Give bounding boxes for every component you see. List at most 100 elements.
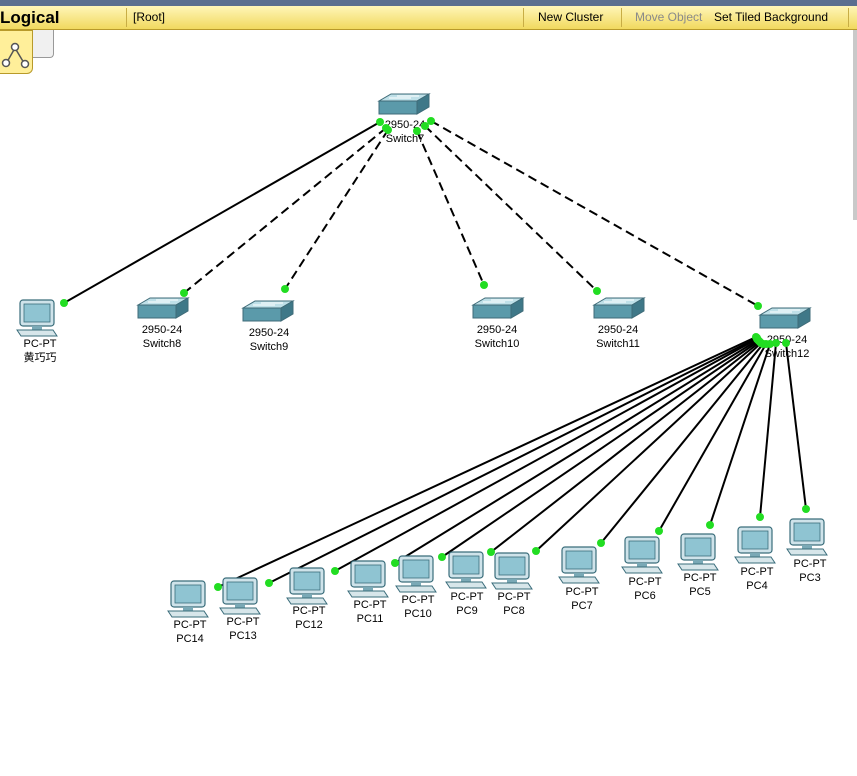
link-switch12-pc5[interactable] (709, 343, 771, 526)
switch-arrows-icon (148, 299, 178, 303)
link-light-17-a (782, 339, 790, 347)
link-switch7-switch8[interactable] (183, 127, 387, 294)
switch-icon-side (280, 300, 294, 322)
monitor-stand (461, 578, 471, 582)
link-lights-layer (60, 117, 810, 591)
device-name-label: PC3 (799, 572, 820, 584)
device-name-label: PC8 (503, 605, 524, 617)
toolbar-separator (621, 8, 622, 27)
device-model-label: PC-PT (566, 586, 599, 598)
link-light-4-b (593, 287, 601, 295)
link-switch7-switch10[interactable] (416, 130, 485, 286)
link-switch12-pc10[interactable] (441, 340, 760, 558)
set-tiled-background-button[interactable]: Set Tiled Background (714, 10, 829, 24)
device-switch12[interactable]: 2950-24Switch12 (758, 307, 812, 360)
link-light-12-b (532, 547, 540, 555)
vertical-scrollbar[interactable] (853, 30, 857, 220)
device-name-label: Switch10 (475, 338, 520, 350)
device-name-label: PC9 (456, 605, 477, 617)
toolbar-separator (523, 8, 524, 27)
link-switch7-pc-huang[interactable] (63, 121, 381, 304)
link-light-0-a (376, 118, 384, 126)
switch-icon (592, 297, 646, 319)
link-switch7-switch11[interactable] (424, 125, 598, 292)
switch-icon-side (416, 93, 430, 115)
link-switch12-pc6[interactable] (658, 343, 767, 532)
device-model-label: 2950-24 (249, 327, 289, 339)
pc-icon (347, 560, 389, 598)
monitor-screen (354, 564, 382, 584)
device-model-label: 2950-24 (598, 324, 638, 336)
toolbar-separator (848, 8, 849, 27)
monitor-stand (637, 563, 647, 567)
link-light-2-b (281, 285, 289, 293)
link-light-15-b (706, 521, 714, 529)
link-light-3-a (413, 127, 421, 135)
monitor-stand (693, 560, 703, 564)
switch-icon (136, 297, 190, 319)
device-model-label: PC-PT (174, 619, 207, 631)
device-name-label: PC7 (571, 600, 592, 612)
link-switch7-switch9[interactable] (284, 129, 389, 290)
link-switch12-pc13[interactable] (268, 337, 758, 584)
keyboard (347, 590, 389, 598)
device-pc13[interactable]: PC-PT PC13 (219, 577, 261, 642)
switch-icon-side (797, 307, 811, 329)
switch-icon (377, 93, 431, 115)
link-switch7-switch12[interactable] (430, 120, 759, 307)
device-name-label: Switch11 (596, 338, 640, 350)
link-switch12-pc11[interactable] (394, 339, 759, 564)
pc-icon (734, 526, 776, 564)
device-name-label: PC4 (746, 580, 767, 592)
monitor-screen (174, 584, 202, 604)
switch-icon-front (759, 314, 799, 329)
monitor-stand (802, 545, 812, 549)
monitor-screen (793, 522, 821, 542)
new-cluster-button[interactable]: New Cluster (538, 10, 604, 24)
link-light-15-a (766, 340, 774, 348)
monitor-stand (302, 594, 312, 598)
link-switch12-pc7[interactable] (600, 343, 764, 544)
toolbar-separator (126, 8, 127, 27)
link-switch12-pc14[interactable] (217, 336, 757, 588)
navigation-panel-button[interactable] (0, 30, 33, 74)
keyboard (395, 585, 437, 593)
link-light-7-b (265, 579, 273, 587)
link-switch12-pc3[interactable] (785, 342, 807, 510)
device-model-label: PC-PT (227, 616, 260, 628)
keyboard (786, 548, 828, 556)
link-switch12-pc12[interactable] (334, 338, 758, 572)
device-name-label: PC13 (229, 630, 257, 642)
link-switch12-pc8[interactable] (535, 342, 762, 552)
move-object-button[interactable]: Move Object (635, 10, 703, 24)
link-light-11-b (487, 548, 495, 556)
device-name-label: PC11 (357, 613, 384, 625)
device-pc7[interactable]: PC-PT PC7 (558, 546, 600, 612)
link-switch12-pc9[interactable] (490, 341, 761, 553)
pc-icon (16, 299, 58, 337)
monitor-stand (363, 587, 373, 591)
link-switch12-pc4[interactable] (759, 342, 777, 518)
root-location-button[interactable]: [Root] (133, 10, 166, 24)
device-model-label: PC-PT (629, 576, 662, 588)
topology-icon (1, 42, 30, 69)
logical-toolbar: Logical [Root] New Cluster Move Object S… (0, 6, 857, 30)
keyboard (734, 556, 776, 564)
